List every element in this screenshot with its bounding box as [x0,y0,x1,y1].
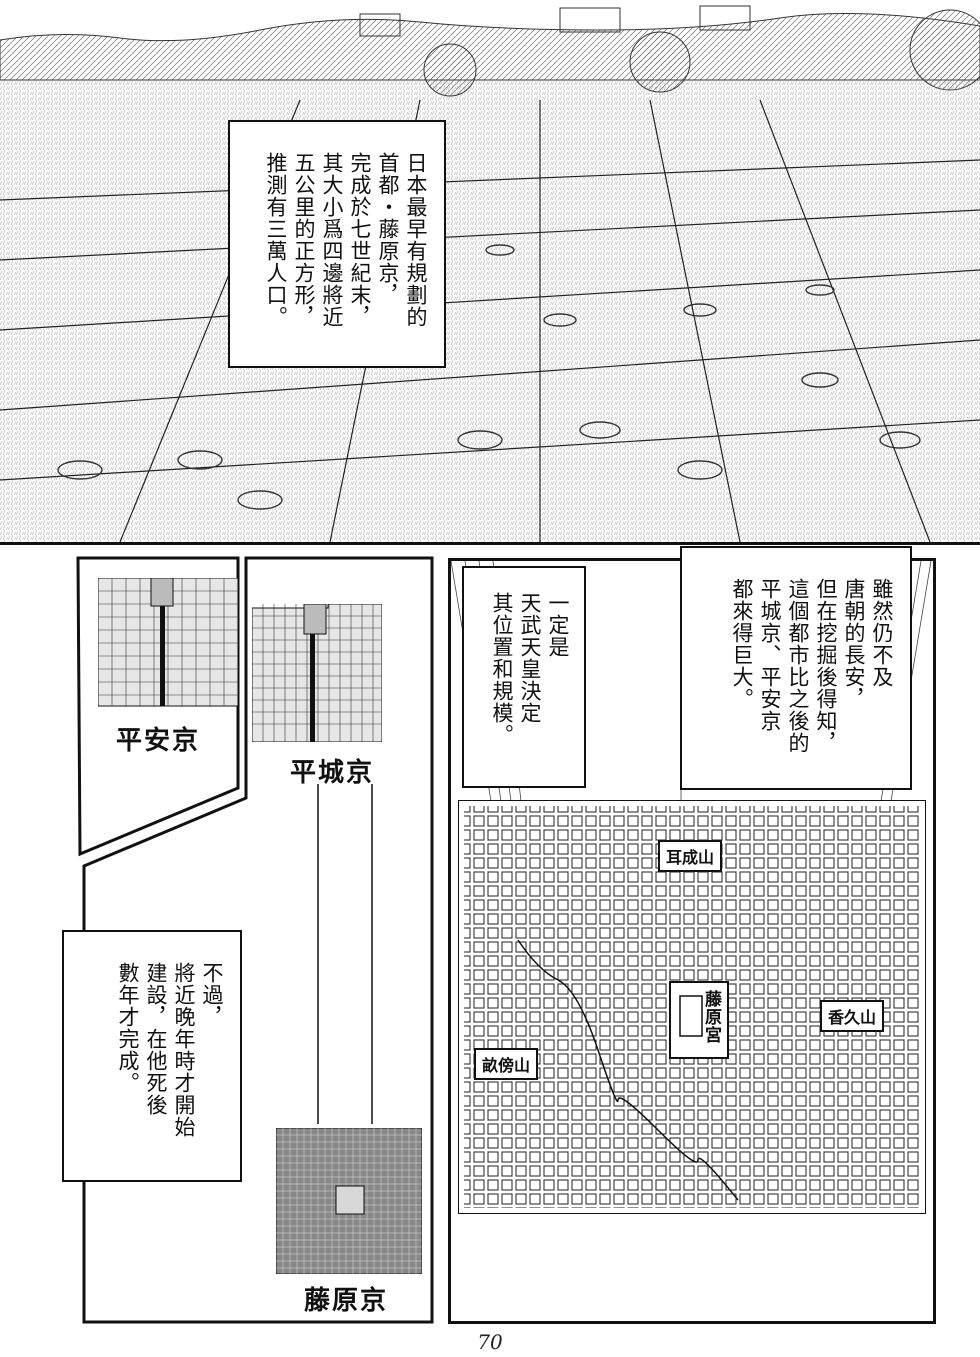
heijo-kyo-label: 平城京 [290,758,375,788]
fujiwara-palace-label: 藤原宮 [701,990,721,1044]
heijo-map-illustration [252,604,382,742]
kagu-mountain-label: 香久山 [820,1000,885,1032]
comparison-caption-text: 雖然仍不及 唐朝的長安， 但在挖掘後得知， 這個都市比之後的 平城京、平安京 都… [730,578,894,754]
miminashi-mountain-label: 耳成山 [658,840,723,872]
late-construction-caption-text: 不過， 將近晚年時才開始 建設，在他死後 數年才完成。 [116,962,224,1138]
excavation-landscape-illustration [0,0,980,542]
heian-kyo-label: 平安京 [116,726,201,756]
heian-panel: 平安京 [0,548,250,860]
emperor-caption-box: 一定是 天武天皇決定 其位置和規模。 [462,566,586,788]
top-caption-box: 日本最早有規劃的 首都・藤原京， 完成於七世紀末， 其大小爲四邊將近 五公里的正… [228,120,446,368]
comparison-caption-box: 雖然仍不及 唐朝的長安， 但在挖掘後得知， 這個都市比之後的 平城京、平安京 都… [680,546,912,790]
heian-map-illustration [98,578,238,707]
top-caption-text: 日本最早有規劃的 首都・藤原京， 完成於七世紀末， 其大小爲四邊將近 五公里的正… [264,152,428,328]
landscape-panel [0,0,980,545]
scale-connector-lines [317,784,373,1124]
late-construction-caption-box: 不過， 將近晚年時才開始 建設，在他死後 數年才完成。 [62,930,242,1182]
unebi-mountain-label: 畝傍山 [474,1048,539,1080]
comparison-panel [0,548,442,1328]
page-number: 70 [477,1330,503,1354]
fujiwara-map-illustration [276,1128,422,1274]
emperor-caption-text: 一定是 天武天皇決定 其位置和規模。 [490,592,570,746]
comparison-panel-frame [82,556,434,1324]
fujiwara-kyo-label: 藤原京 [304,1286,389,1316]
